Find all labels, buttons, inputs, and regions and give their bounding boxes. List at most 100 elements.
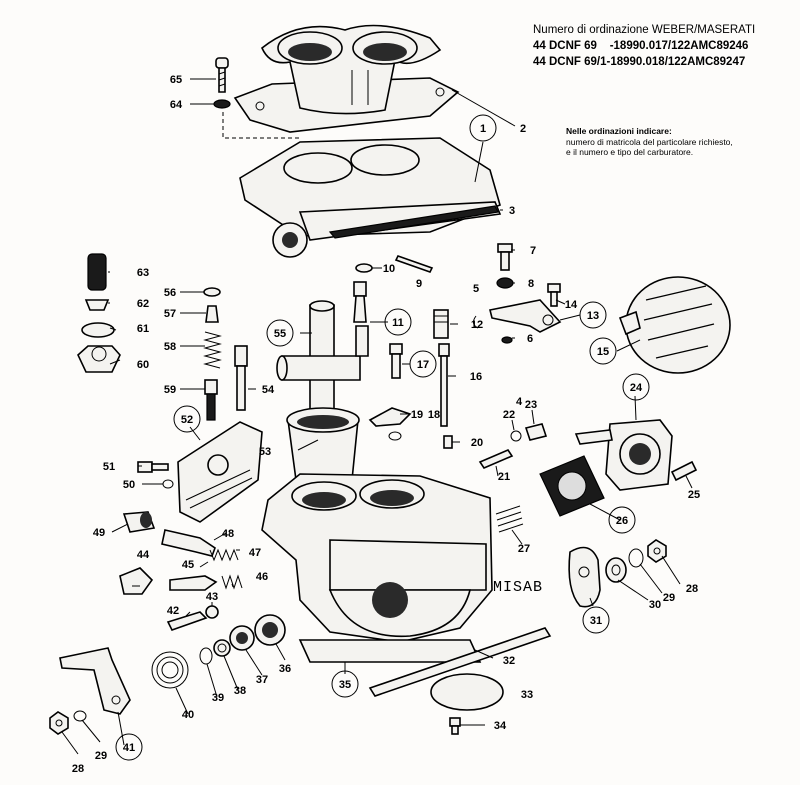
callout-9: 9 [416, 278, 422, 290]
callout-54: 54 [262, 384, 275, 396]
order-note-line-1: numero di matricola del particolare rich… [566, 136, 733, 147]
part-spring-40 [151, 651, 189, 689]
part-6 [501, 336, 513, 344]
part-18 [388, 431, 402, 441]
svg-text:17: 17 [417, 359, 429, 371]
callout-10: 10 [383, 263, 395, 275]
callout-62: 62 [137, 298, 149, 310]
callout-58: 58 [164, 341, 176, 353]
callout-1: 1 [469, 114, 497, 142]
part-disc-33 [430, 673, 504, 711]
callout-53: 53 [259, 446, 271, 458]
part-38 [213, 639, 231, 657]
callout-13: 13 [579, 301, 607, 329]
callout-43: 43 [206, 591, 218, 603]
part-screw-65 [215, 57, 229, 93]
callout-65: 65 [170, 74, 182, 86]
callout-4: 4 [516, 396, 523, 408]
part-39 [199, 647, 213, 665]
part-washer-64 [213, 99, 231, 109]
part-10 [355, 263, 373, 273]
part-8 [496, 277, 514, 289]
callout-39: 39 [212, 692, 224, 704]
callout-28-left: 28 [72, 763, 84, 775]
callout-32: 32 [503, 655, 515, 667]
part-washer-29 [73, 710, 87, 722]
header: Numero di ordinazione WEBER/MASERATI 44 … [533, 22, 755, 70]
part-37 [229, 625, 255, 651]
callout-38: 38 [234, 685, 246, 697]
callout-8: 8 [528, 278, 534, 290]
part-nut-60 [77, 345, 121, 373]
callout-60: 60 [137, 359, 149, 371]
part-gasket-61 [81, 322, 115, 338]
part-carburetor-cover [239, 137, 502, 258]
order-note-heading: Nelle ordinazioni indicare: [566, 126, 672, 136]
part-62 [84, 299, 110, 311]
part-59 [204, 379, 218, 421]
part-21 [478, 449, 514, 469]
part-11 [353, 281, 369, 357]
callout-50: 50 [123, 479, 135, 491]
header-title: Numero di ordinazione WEBER/MASERATI [533, 24, 756, 36]
part-lever-41 [59, 647, 131, 715]
callout-56: 56 [164, 287, 176, 299]
order-note: Nelle ordinazioni indicare: numero di ma… [566, 126, 733, 158]
callout-52: 52 [173, 405, 201, 433]
callout-42: 42 [167, 605, 179, 617]
callout-35: 35 [331, 670, 359, 698]
callout-16: 16 [470, 371, 482, 383]
part-56 [203, 287, 221, 297]
part-filter-63 [87, 253, 107, 291]
callout-5: 5 [473, 283, 479, 295]
svg-text:26: 26 [616, 515, 628, 527]
part-54 [234, 345, 248, 411]
part-nut-28 [49, 711, 69, 735]
callout-64: 64 [170, 99, 183, 111]
part-49 [122, 511, 156, 533]
part-22 [510, 430, 522, 442]
part-9 [394, 255, 434, 273]
part-12 [433, 309, 449, 339]
part-36 [254, 614, 286, 646]
part-washer-30 [605, 557, 627, 583]
part-lever-13 [489, 299, 562, 333]
part-45 [169, 575, 218, 591]
svg-text:41: 41 [123, 742, 135, 754]
callout-14: 14 [565, 299, 578, 311]
part-23 [524, 423, 548, 441]
callout-6: 6 [527, 333, 533, 345]
callout-15: 15 [589, 337, 617, 365]
callout-12: 12 [471, 319, 483, 331]
part-washer-29-right [628, 548, 644, 568]
part-tube-55 [276, 300, 361, 418]
part-air-horn [233, 24, 460, 133]
callout-29-left: 29 [95, 750, 107, 762]
part-shaft-32 [368, 627, 552, 697]
svg-text:52: 52 [181, 414, 193, 426]
callout-40: 40 [182, 709, 194, 721]
callout-18: 18 [428, 409, 440, 421]
part-diaphragm-26 [539, 455, 605, 517]
parts-drawing [49, 24, 731, 755]
callout-34: 34 [494, 720, 507, 732]
order-note-line-2: e il numero e tipo del carburatore. [566, 147, 694, 157]
callout-59: 59 [164, 384, 176, 396]
callout-29-right: 29 [663, 592, 675, 604]
callout-22: 22 [503, 409, 515, 421]
callout-33: 33 [521, 689, 533, 701]
part-screw-14 [547, 283, 561, 307]
callout-55: 55 [266, 319, 294, 347]
part-57 [205, 305, 219, 323]
part-washer-50 [162, 479, 174, 489]
callout-36: 36 [279, 663, 291, 675]
part-cap-15 [618, 276, 731, 374]
part-screw-34 [449, 717, 461, 735]
callout-24: 24 [622, 373, 650, 401]
svg-text:13: 13 [587, 310, 599, 322]
part-5 [472, 315, 479, 329]
watermark: MISAB [493, 579, 544, 596]
callout-46: 46 [256, 571, 268, 583]
callout-57: 57 [164, 308, 176, 320]
callout-45: 45 [182, 559, 194, 571]
